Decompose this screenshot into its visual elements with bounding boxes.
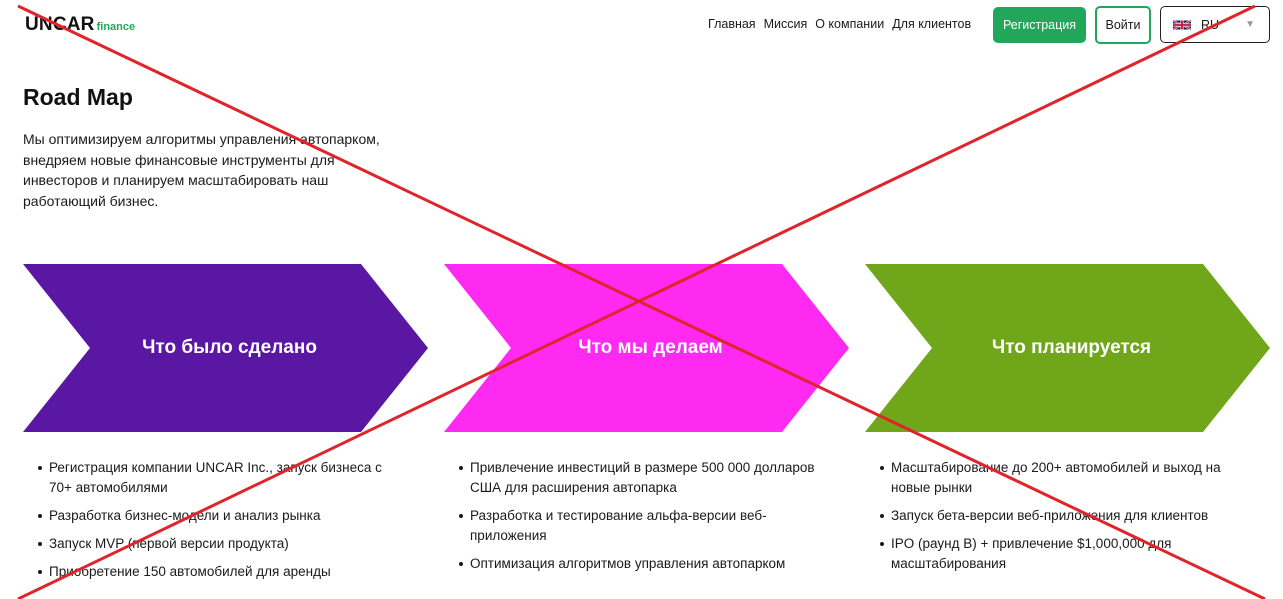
page-title: Road Map xyxy=(23,84,133,110)
list-item: Запуск MVP (первой версии продукта) xyxy=(38,534,408,554)
logo[interactable]: UNCAR finance xyxy=(25,14,135,36)
list-item: Разработка бизнес-модели и анализ рынка xyxy=(38,506,408,526)
list-item: Масштабирование до 200+ автомобилей и вы… xyxy=(880,458,1250,498)
stage-chevron-done: Что было сделано xyxy=(23,264,428,432)
language-code: RU xyxy=(1201,17,1220,32)
list-item: IPO (раунд B) + привлечение $1,000,000 д… xyxy=(880,534,1250,574)
register-button[interactable]: Регистрация xyxy=(993,7,1086,43)
stage-label-doing: Что мы делаем xyxy=(578,337,723,358)
stage-list-done: Регистрация компании UNCAR Inc., запуск … xyxy=(38,458,408,590)
logo-main-text: UNCAR xyxy=(25,14,95,35)
list-item: Запуск бета-версии веб-приложения для кл… xyxy=(880,506,1250,526)
stage-list-planned: Масштабирование до 200+ автомобилей и вы… xyxy=(880,458,1250,582)
list-item: Регистрация компании UNCAR Inc., запуск … xyxy=(38,458,408,498)
main-nav: Главная Миссия О компании Для клиентов xyxy=(708,17,971,31)
list-item: Разработка и тестирование альфа-версии в… xyxy=(459,506,829,546)
login-button[interactable]: Войти xyxy=(1095,6,1151,44)
uk-flag-icon xyxy=(1173,19,1191,30)
list-item: Привлечение инвестиций в размере 500 000… xyxy=(459,458,829,498)
stage-chevron-planned: Что планируется xyxy=(865,264,1270,432)
stage-list-doing: Привлечение инвестиций в размере 500 000… xyxy=(459,458,829,582)
nav-link-mission[interactable]: Миссия xyxy=(763,17,808,31)
nav-link-home[interactable]: Главная xyxy=(708,17,756,31)
logo-sub-text: finance xyxy=(96,21,136,33)
list-item: Приобретение 150 автомобилей для аренды xyxy=(38,562,408,582)
stage-chevron-doing: Что мы делаем xyxy=(444,264,849,432)
stage-label-done: Что было сделано xyxy=(142,337,317,358)
list-item: Оптимизация алгоритмов управления автопа… xyxy=(459,554,829,574)
intro-text: Мы оптимизируем алгоритмы управления авт… xyxy=(23,131,380,209)
nav-link-about[interactable]: О компании xyxy=(815,17,885,31)
chevron-down-icon: ▼ xyxy=(1245,19,1255,30)
stage-label-planned: Что планируется xyxy=(991,337,1152,358)
nav-link-clients[interactable]: Для клиентов xyxy=(892,17,972,31)
language-selector[interactable]: RU ▼ xyxy=(1160,6,1270,43)
